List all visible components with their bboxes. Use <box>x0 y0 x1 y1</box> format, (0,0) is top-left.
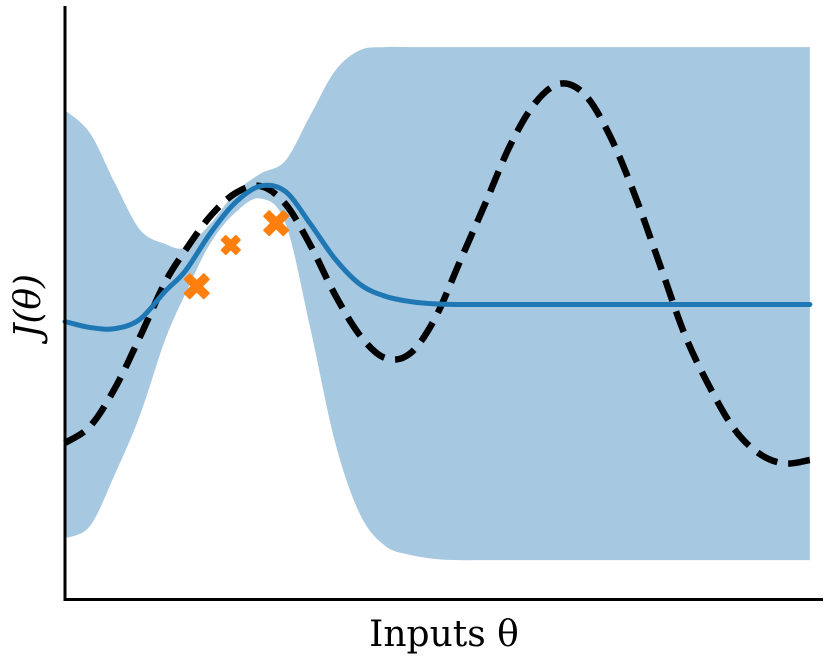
observation-marker <box>183 273 210 300</box>
observation-marker <box>263 210 290 237</box>
observation-marker <box>220 235 241 256</box>
mean-line <box>62 182 813 332</box>
x-axis-label: Inputs θ <box>369 614 519 655</box>
y-axis-label: J(θ) <box>8 274 49 345</box>
observation-markers <box>183 210 290 300</box>
